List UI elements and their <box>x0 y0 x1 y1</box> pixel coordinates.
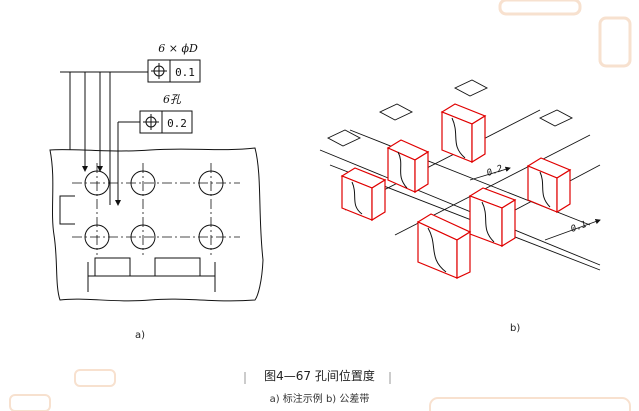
fcf-mid-label: 6孔 <box>163 93 182 106</box>
part-outline <box>49 147 264 302</box>
tolerance-box <box>386 139 430 194</box>
hole <box>198 224 224 250</box>
tolerance-box <box>340 167 387 222</box>
tolerance-box <box>416 213 472 279</box>
hole <box>84 224 110 250</box>
position-icon <box>151 63 167 79</box>
fcf-top-tolerance: 0.1 <box>175 66 195 79</box>
part-notch-left <box>59 195 75 225</box>
hole <box>130 224 156 250</box>
tolerance-zones <box>340 103 572 279</box>
panel-a-label: a) <box>135 330 146 341</box>
part-slot-2 <box>154 257 201 276</box>
tolerance-box <box>468 187 517 248</box>
tolerance-box <box>440 103 487 164</box>
fcf-top: 0.1 6 × ϕD <box>147 42 201 83</box>
caption-rule <box>244 372 391 384</box>
panel-b-label: b) <box>510 323 521 334</box>
watermark-decoration <box>9 0 632 411</box>
panel-a-drawing <box>49 71 264 302</box>
hole <box>130 170 156 196</box>
figure-subtitle: a) 标注示例 b) 公差带 <box>269 394 370 405</box>
fcf-mid: 0.2 6孔 <box>139 93 193 134</box>
hole-axes <box>351 117 551 273</box>
tolerance-box <box>526 157 572 214</box>
fcf-mid-tolerance: 0.2 <box>167 117 187 130</box>
panel-b-dim-large: 0.1 <box>570 220 589 235</box>
position-icon <box>143 114 159 130</box>
hole <box>198 170 224 196</box>
part-slot-1 <box>94 257 131 276</box>
panel-b-dim-small: 0.2 <box>486 164 505 179</box>
fcf-top-label: 6 × ϕD <box>158 42 198 55</box>
figure-title: 图4—67 孔间位置度 <box>264 369 375 383</box>
